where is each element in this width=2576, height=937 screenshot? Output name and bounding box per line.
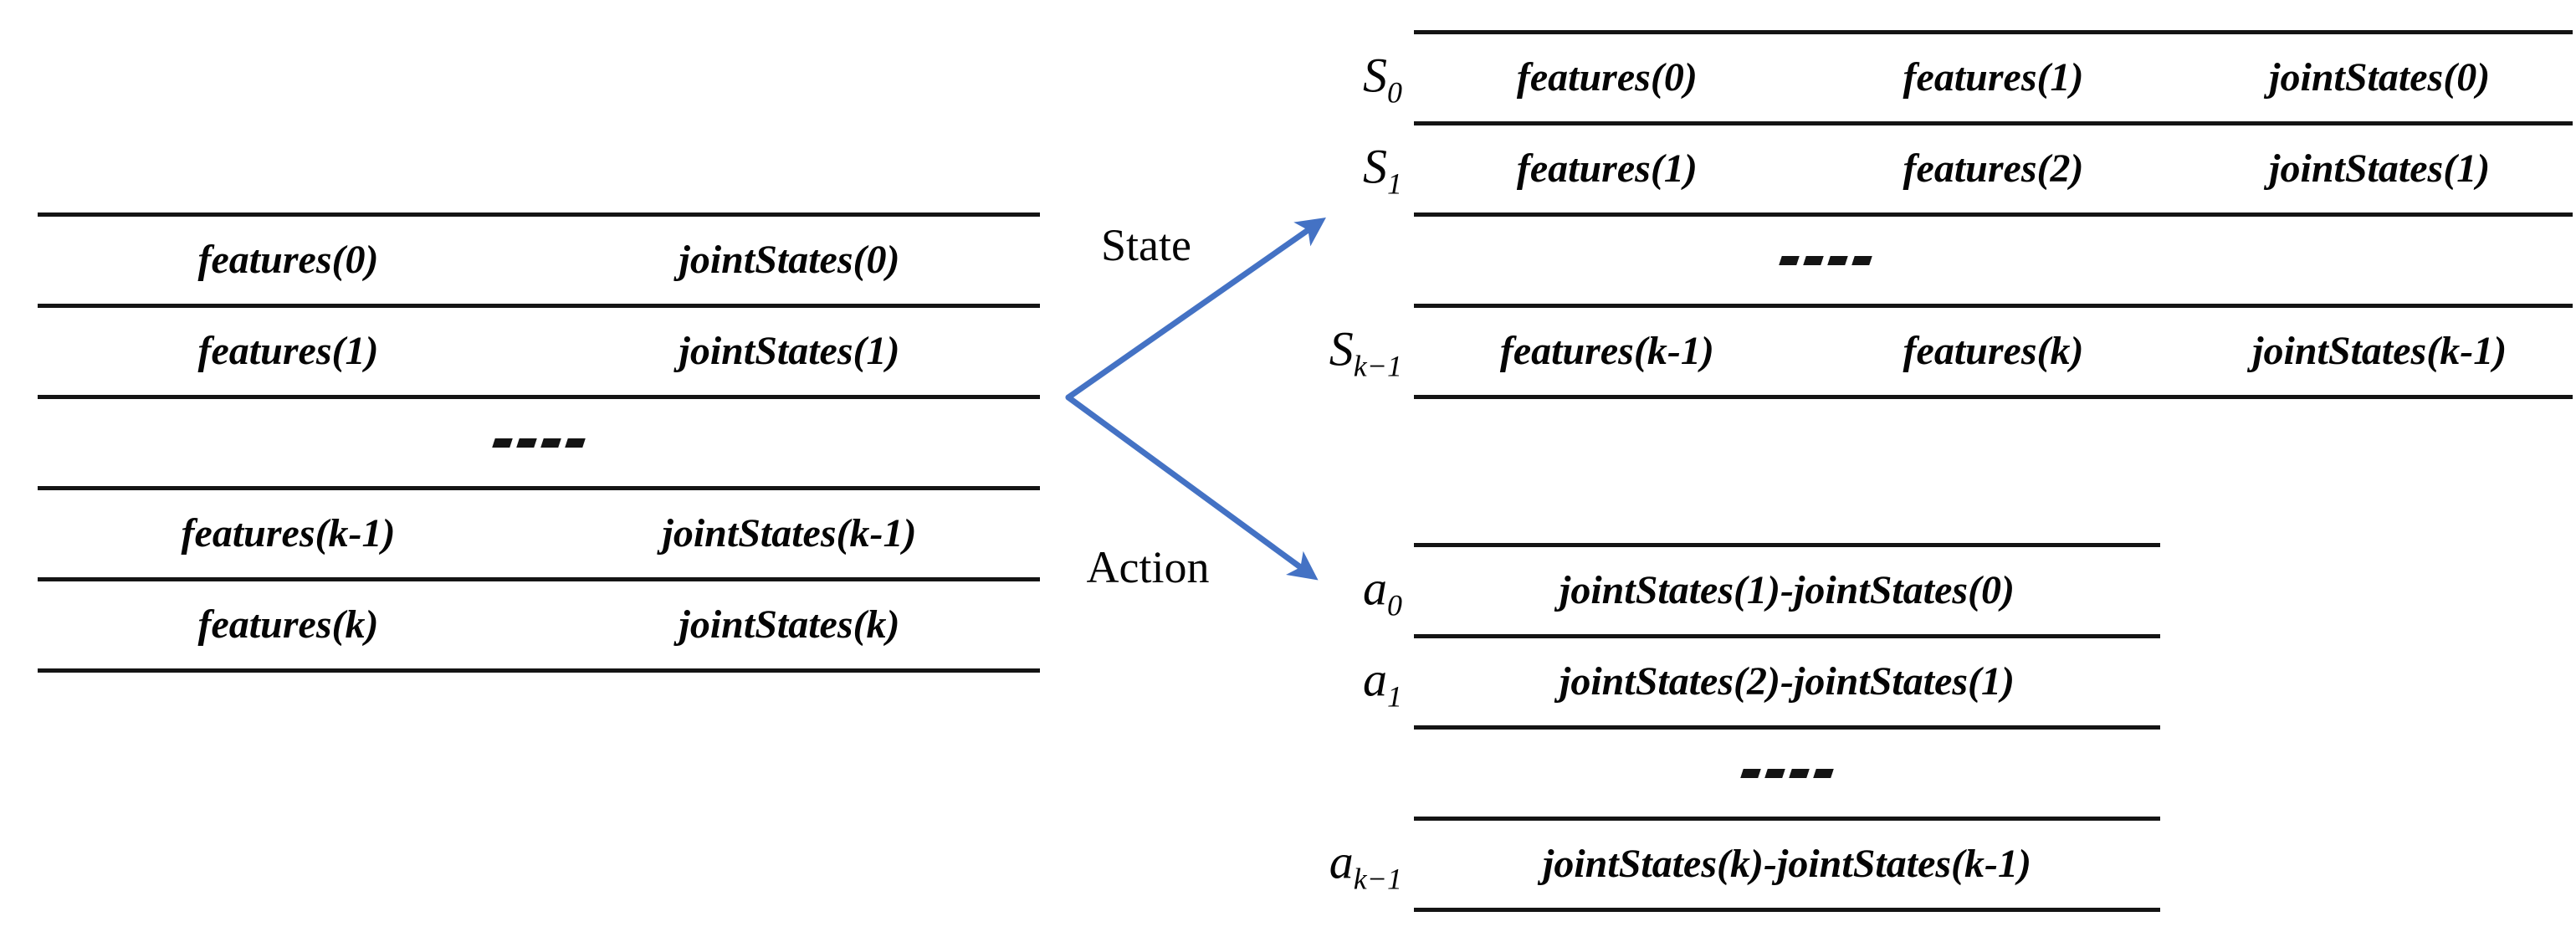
row-label-subscript: 0 (1387, 75, 1402, 110)
table-rule (38, 486, 1040, 490)
row-label-base: S (1363, 139, 1388, 194)
table-rule (38, 395, 1040, 399)
row-label-subscript: 0 (1387, 588, 1402, 622)
table-cell: features(2) (1903, 146, 2084, 191)
ellipsis-dashes (1777, 255, 1874, 265)
table-cell: features(k) (1903, 329, 2084, 373)
table-row: features(0) jointStates(0) (38, 217, 1040, 304)
table-cell: jointStates(k-1) (662, 511, 917, 556)
table-row: features(1) jointStates(1) (38, 308, 1040, 395)
row-label: a0 (1363, 564, 1402, 620)
row-label-subscript: k−1 (1353, 862, 1402, 896)
table-row: S0 features(0) features(1) jointStates(0) (1363, 34, 2573, 121)
table-cell: features(1) (197, 329, 379, 373)
table-rule (1414, 30, 2573, 34)
dash-icon (1826, 255, 1848, 265)
table-rule (1414, 121, 2573, 125)
table-cell: features(k-1) (1499, 329, 1714, 373)
row-label-base: S (1363, 48, 1388, 103)
row-label: ak−1 (1329, 834, 1402, 893)
table-cell: jointStates(k) (679, 602, 900, 647)
table-cell: features(1) (1903, 55, 2084, 100)
table-rule (38, 577, 1040, 581)
row-label-base: a (1363, 652, 1388, 707)
table-rule (38, 668, 1040, 673)
dash-icon (1764, 768, 1785, 778)
table-rule (1414, 304, 2573, 308)
row-label-base: a (1329, 834, 1354, 889)
row-label-subscript: k−1 (1353, 349, 1402, 383)
table-cell: features(0) (197, 238, 379, 282)
table-row: a0 jointStates(1)-jointStates(0) (1363, 547, 2160, 634)
dash-icon (1740, 768, 1761, 778)
table-row: ak−1 jointStates(k)-jointStates(k-1) (1329, 821, 2160, 908)
dash-icon (1802, 255, 1824, 265)
row-label: a1 (1363, 652, 1402, 711)
raw-data-table: features(0) jointStates(0) features(1) join… (38, 212, 1040, 673)
row-label: S1 (1363, 139, 1402, 198)
dash-icon (492, 438, 513, 448)
table-cell: jointStates(k-1) (2252, 329, 2507, 373)
table-cell: features(1) (1516, 146, 1698, 191)
row-label-subscript: 1 (1387, 166, 1402, 201)
dash-icon (1789, 768, 1810, 778)
table-cell: features(0) (1516, 55, 1698, 100)
table-rule (1414, 908, 2160, 912)
row-label-subscript: 1 (1387, 679, 1402, 714)
table-row: Sk−1 features(k-1) features(k) jointStates(… (1329, 308, 2573, 395)
table-rule (1414, 725, 2160, 730)
table-cell: jointStates(k)-jointStates(k-1) (1542, 842, 2031, 886)
dash-icon (1851, 255, 1872, 265)
dash-icon (516, 438, 537, 448)
dash-icon (540, 438, 561, 448)
table-row: S1 features(1) features(2) jointStates(1) (1363, 125, 2573, 212)
action-label: Action (1086, 542, 1210, 592)
row-label-base: a (1363, 561, 1388, 616)
row-label: S0 (1363, 48, 1402, 107)
table-cell: features(k) (197, 602, 379, 647)
table-cell: features(k-1) (181, 511, 396, 556)
table-row: features(k-1) jointStates(k-1) (38, 490, 1040, 577)
table-row: features(k) jointStates(k) (38, 581, 1040, 668)
table-cell: jointStates(0) (679, 238, 900, 282)
table-cell: jointStates(1) (679, 329, 900, 373)
dash-icon (565, 438, 586, 448)
state-label: State (1101, 220, 1191, 270)
table-rule (1414, 212, 2573, 217)
ellipsis-dashes (1739, 768, 1836, 778)
dash-icon (1813, 768, 1834, 778)
table-rule (1414, 395, 2573, 399)
table-cell: jointStates(0) (2269, 55, 2491, 100)
table-rule (1414, 634, 2160, 638)
ellipsis-dashes (490, 438, 587, 448)
table-cell: jointStates(1)-jointStates(0) (1559, 568, 2015, 612)
row-label: Sk−1 (1329, 321, 1402, 381)
table-rule (1414, 817, 2160, 821)
table-row: a1 jointStates(2)-jointStates(1) (1363, 638, 2160, 725)
table-row (1414, 217, 2573, 304)
table-cell: jointStates(2)-jointStates(1) (1559, 659, 2015, 704)
action-arrow (1065, 394, 1319, 581)
dash-icon (1778, 255, 1800, 265)
table-row (1414, 730, 2160, 817)
table-rule (1414, 543, 2160, 547)
table-row (38, 399, 1040, 486)
table-rule (38, 212, 1040, 217)
table-cell: jointStates(1) (2269, 146, 2491, 191)
row-label-base: S (1329, 321, 1354, 376)
table-rule (38, 304, 1040, 308)
